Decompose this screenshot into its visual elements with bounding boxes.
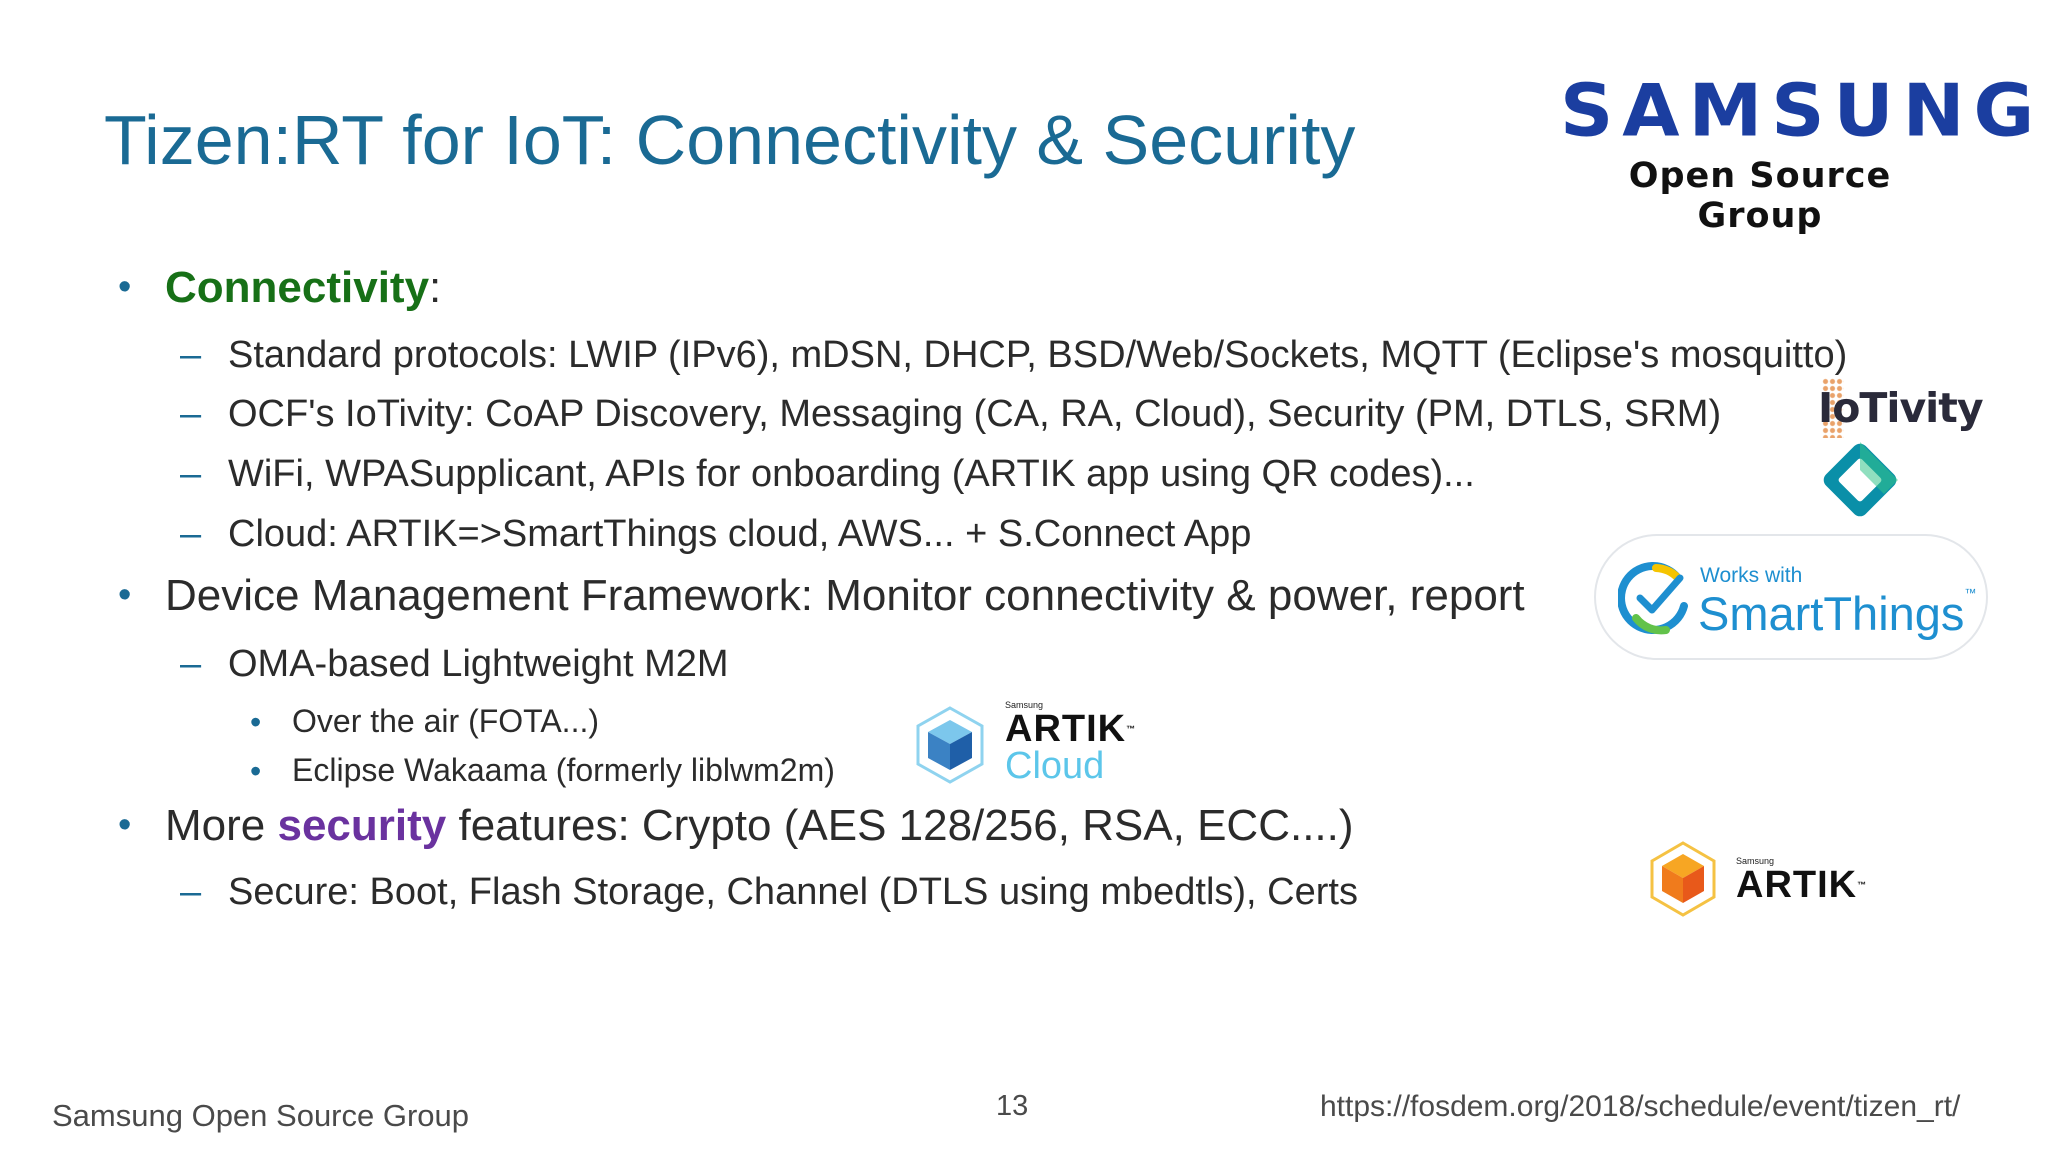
artik-cube-icon — [1650, 841, 1716, 917]
smartthings-works-with: Works with — [1700, 564, 1803, 587]
iotivity-dots-icon — [1822, 378, 1844, 438]
dash-marker: – — [180, 393, 202, 435]
bullet-dot: • — [118, 804, 132, 846]
bullet-dot: • — [118, 574, 132, 616]
smartthings-check-icon — [1618, 562, 1688, 635]
small-bullet-dot: • — [250, 704, 262, 740]
samsung-subtitle: Open Source Group — [1628, 156, 1892, 236]
bullet-dot: • — [118, 266, 132, 308]
slide-title: Tizen:RT for IoT: Connectivity & Securit… — [104, 101, 1356, 179]
artik-cloud-logo: Samsung ARTIK™ Cloud — [1005, 700, 1137, 787]
bullet-security: More security features: Crypto (AES 128/… — [165, 801, 1354, 850]
dash-marker: – — [180, 643, 202, 685]
sub-bullet: WiFi, WPASupplicant, APIs for onboarding… — [228, 453, 1475, 495]
sub-bullet: Secure: Boot, Flash Storage, Channel (DT… — [228, 871, 1358, 913]
artik-cloud-cube-icon — [916, 706, 984, 784]
smartthings-badge: Works with SmartThings™ — [1594, 534, 1988, 660]
sub-sub-bullet: Over the air (FOTA...) — [292, 703, 599, 739]
footer-organization: Samsung Open Source Group — [52, 1098, 470, 1133]
artik-logo: Samsung ARTIK™ — [1736, 856, 1868, 906]
samsung-brand: SAMSUNG — [1560, 68, 2044, 154]
dash-marker: – — [180, 334, 202, 376]
small-bullet-dot: • — [250, 753, 262, 789]
sub-bullet: OCF's IoTivity: CoAP Discovery, Messagin… — [228, 393, 1722, 435]
keyword-security: security — [277, 801, 447, 850]
sub-sub-bullet: Eclipse Wakaama (formerly liblwm2m) — [292, 752, 835, 788]
samsung-logo: SAMSUNG Open Source Group — [1560, 68, 2044, 236]
sub-bullet: Cloud: ARTIK=>SmartThings cloud, AWS... … — [228, 513, 1252, 555]
bullet-connectivity: Connectivity: — [165, 263, 442, 312]
page-number: 13 — [996, 1090, 1029, 1122]
sub-bullet: Standard protocols: LWIP (IPv6), mDSN, D… — [228, 334, 1848, 376]
sub-bullet: OMA-based Lightweight M2M — [228, 643, 729, 685]
dash-marker: – — [180, 453, 202, 495]
iotivity-logo: IoTivity — [1818, 384, 1984, 432]
ocf-diamond-icon — [1823, 442, 1898, 517]
footer-url: https://fosdem.org/2018/schedule/event/t… — [1320, 1090, 1961, 1123]
smartthings-name: SmartThings™ — [1698, 586, 1977, 640]
bullet-device-management: Device Management Framework: Monitor con… — [165, 571, 1525, 620]
dash-marker: – — [180, 513, 202, 555]
keyword-connectivity: Connectivity — [165, 263, 430, 312]
dash-marker: – — [180, 871, 202, 913]
